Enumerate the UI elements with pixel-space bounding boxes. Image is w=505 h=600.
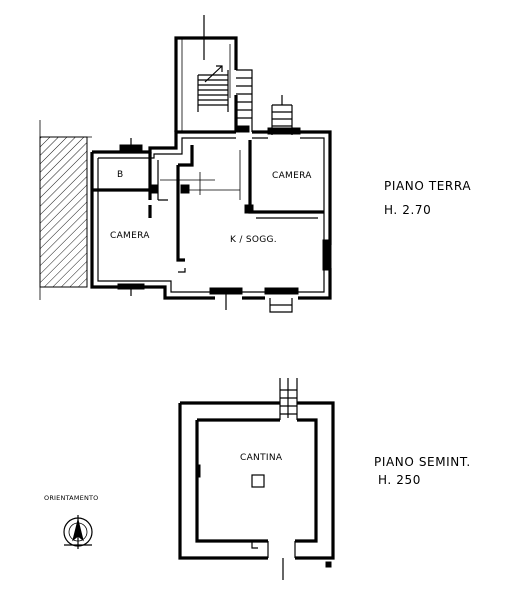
room-label-camera-left: CAMERA — [110, 231, 150, 241]
rear-stair — [271, 95, 293, 135]
room-label-bath: B — [117, 170, 123, 180]
room-label-cellar: CANTINA — [240, 453, 283, 463]
orientation-label: ORIENTAMENTO — [44, 494, 99, 502]
stair-tower — [174, 15, 253, 133]
ground-floor-title: PIANO TERRA — [384, 179, 471, 193]
adjacent-building-hatch — [39, 136, 88, 288]
ground-floor-height: H. 2.70 — [384, 203, 431, 217]
openings — [117, 127, 332, 313]
north-arrow-icon — [72, 519, 84, 542]
orientation-compass: ORIENTAMENTO — [44, 494, 99, 549]
basement-outer-wall — [178, 401, 335, 560]
basement-plan: CANTINA PIANO SEMINT. H. 250 — [178, 378, 471, 580]
ground-floor-outer-wall — [90, 130, 332, 300]
ground-floor-plan: B CAMERA CAMERA K / SOGG. PIANO TERRA H.… — [39, 15, 471, 313]
room-label-camera-right: CAMERA — [272, 171, 312, 181]
room-label-living: K / SOGG. — [230, 235, 277, 245]
basement-title: PIANO SEMINT. — [374, 455, 471, 469]
basement-height: H. 250 — [378, 473, 421, 487]
